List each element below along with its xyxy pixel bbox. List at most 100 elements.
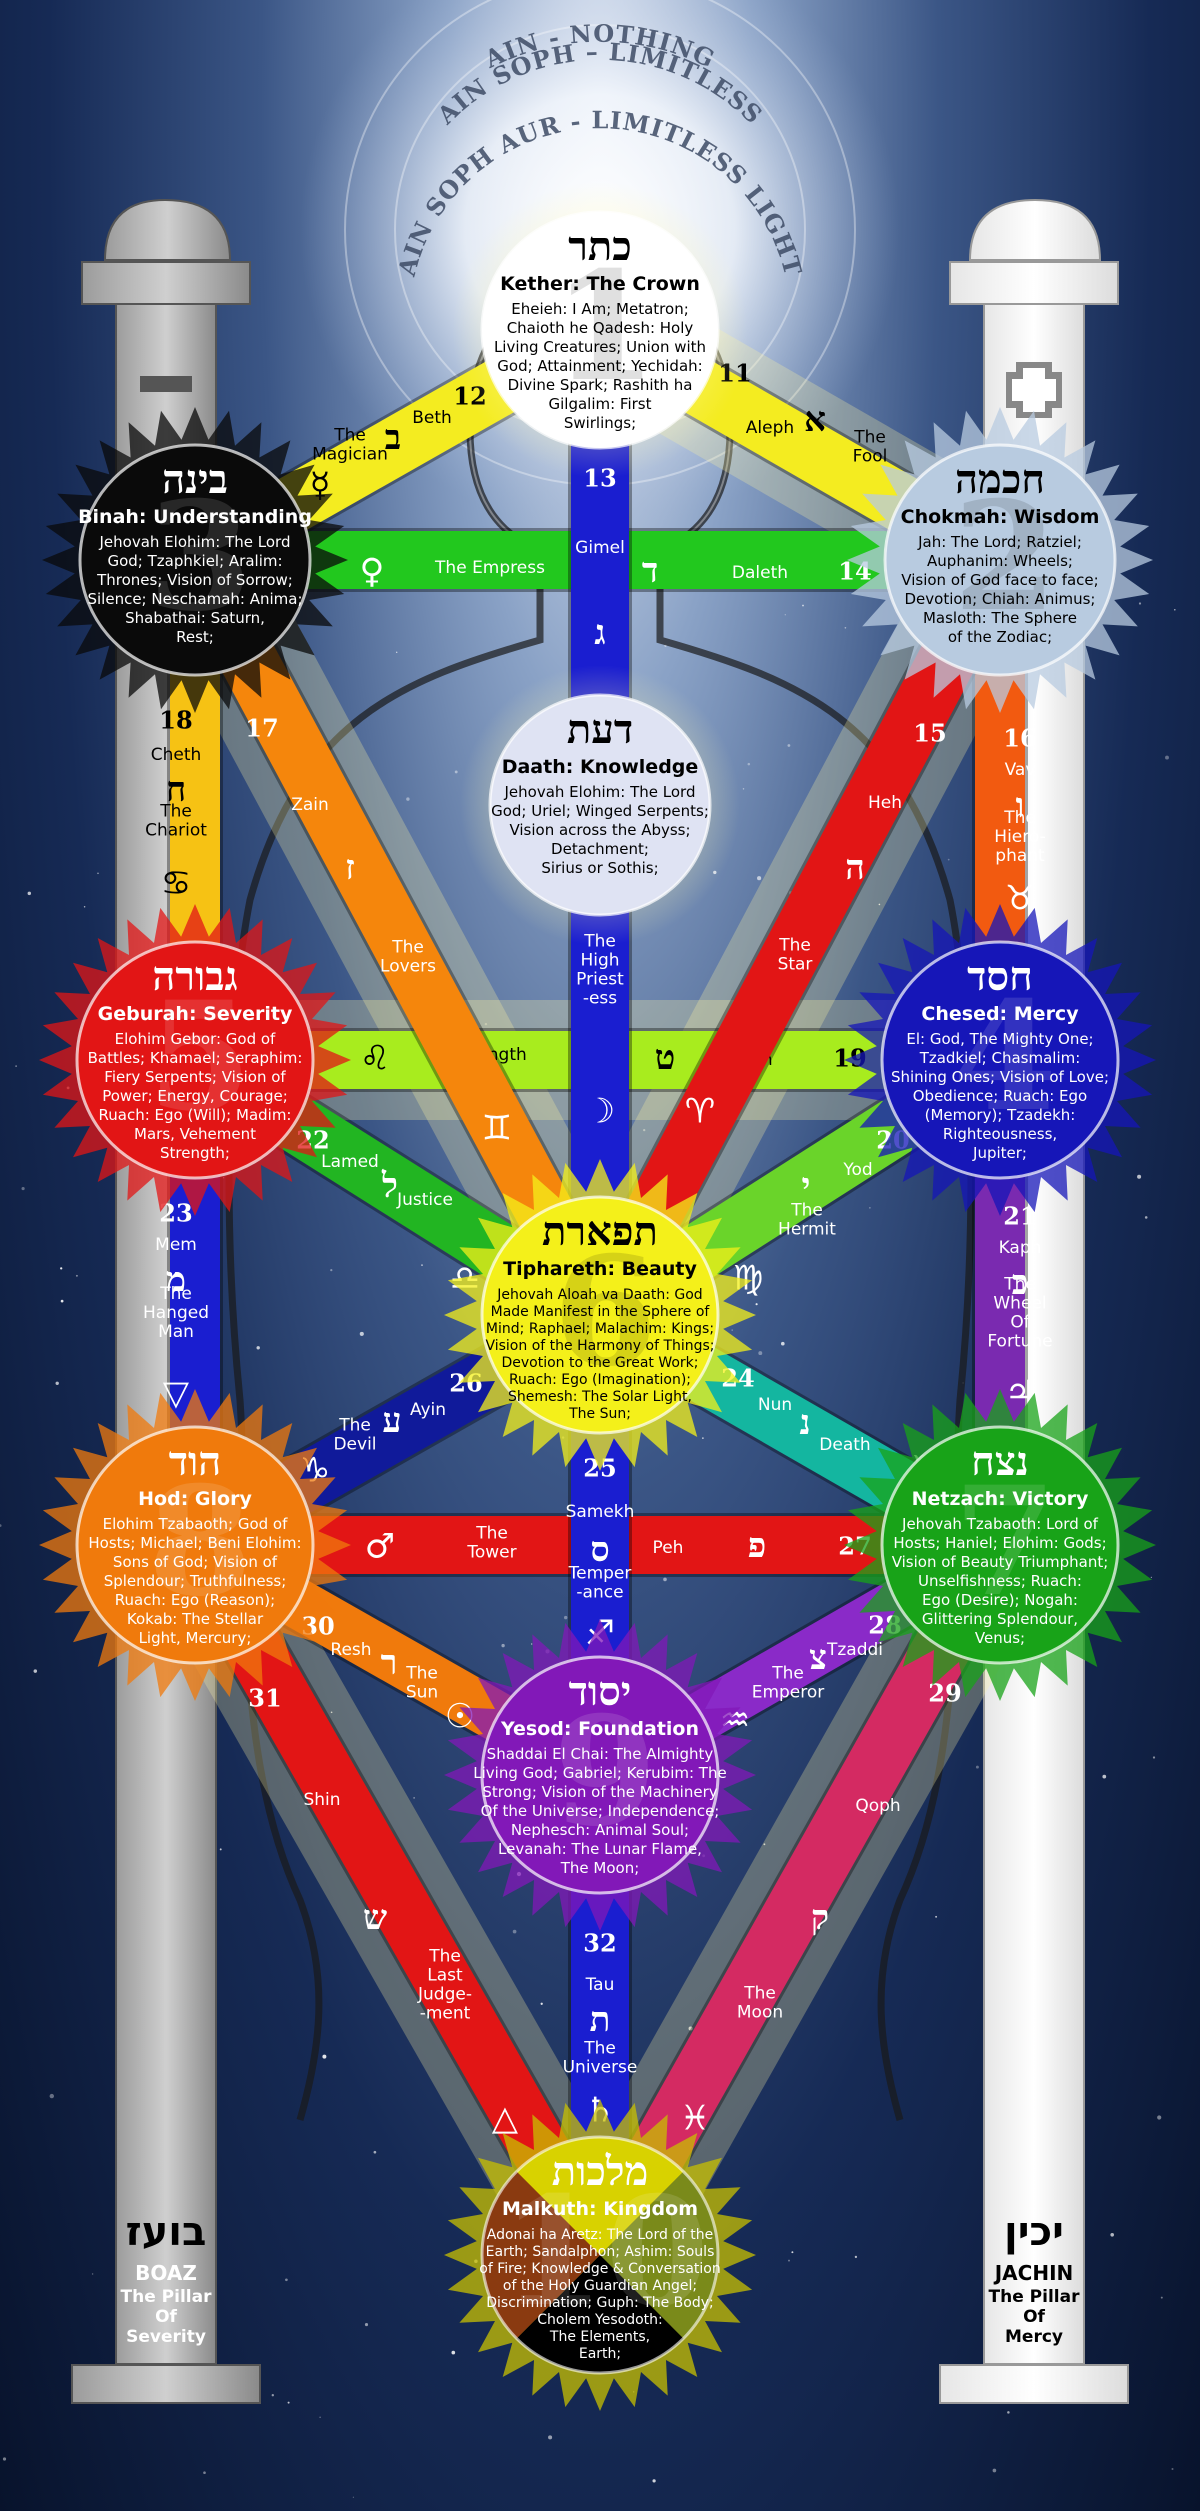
path-hebrew-letter: ר bbox=[381, 1643, 398, 1683]
star bbox=[330, 1711, 333, 1714]
path-title-line: The bbox=[159, 802, 192, 822]
path-hebrew-letter: ג bbox=[594, 613, 605, 653]
path-title-line: The bbox=[405, 1664, 438, 1684]
sephira-attribute-line: The Elements, bbox=[549, 2329, 650, 2345]
path-title-line: The bbox=[743, 1984, 776, 2004]
sephira-number: 6 bbox=[553, 1224, 657, 1400]
star bbox=[97, 872, 99, 875]
sephira-attribute-line: Light, Mercury; bbox=[139, 1629, 252, 1647]
star bbox=[531, 1643, 533, 1645]
path-title-line: Emperor bbox=[752, 1683, 825, 1703]
pillar-right-hebrew: יכין bbox=[1004, 2209, 1064, 2255]
sephira-attribute-line: Tzadkiel; Chasmalim: bbox=[919, 1049, 1081, 1067]
sephira-attribute-line: Hosts; Michael; Beni Elohim: bbox=[88, 1534, 301, 1552]
sephira-disc bbox=[75, 1425, 315, 1665]
star bbox=[319, 2416, 321, 2418]
path-title-line: -ment bbox=[420, 2004, 471, 2024]
sephira-attribute-line: Glittering Splendour, bbox=[922, 1610, 1078, 1628]
path-hebrew-letter: ע bbox=[382, 1401, 401, 1441]
sephira-attribute-line: Vision of Beauty Triumphant; bbox=[892, 1553, 1109, 1571]
path-letter-name: Lamed bbox=[321, 1152, 379, 1172]
path-title-line: The bbox=[391, 938, 424, 958]
star bbox=[322, 2054, 327, 2059]
path-title-line: The bbox=[475, 1524, 508, 1544]
star bbox=[0, 1524, 2, 1527]
path-title-line: Universe bbox=[563, 2058, 638, 2078]
star bbox=[878, 903, 881, 906]
sephira-disc bbox=[480, 210, 720, 450]
path-title-line: Death bbox=[819, 1435, 870, 1455]
sephira-title: Binah: Understanding bbox=[78, 506, 312, 528]
sephira-attribute-line: God; Attainment; Yechidah: bbox=[497, 357, 702, 375]
sephira-attribute-line: Ruach: Ego (Imagination); bbox=[509, 1372, 691, 1388]
path-hebrew-letter: ו bbox=[1016, 786, 1025, 826]
path-number: 31 bbox=[248, 1684, 281, 1713]
star bbox=[742, 788, 745, 790]
sephira-title: Kether: The Crown bbox=[500, 273, 700, 295]
path-number: 16 bbox=[1003, 724, 1036, 753]
path-title-line: The bbox=[583, 2039, 616, 2059]
star bbox=[203, 2471, 206, 2475]
sephira-number: 2 bbox=[953, 469, 1057, 645]
path-letter-name: Heh bbox=[868, 793, 902, 813]
path-title-line: Fool bbox=[853, 447, 888, 467]
path-letter-name: Daleth bbox=[732, 563, 788, 583]
star bbox=[652, 2479, 656, 2483]
star bbox=[396, 651, 398, 653]
sephira-attribute-line: Power; Energy, Courage; bbox=[102, 1087, 288, 1105]
sephira-attribute-line: Battles; Khamael; Seraphim: bbox=[88, 1049, 303, 1067]
star bbox=[781, 1341, 785, 1346]
sephira-number: 8 bbox=[148, 1454, 252, 1630]
star bbox=[1102, 1774, 1107, 1779]
sephira-attribute-line: Eheieh: I Am; Metatron; bbox=[511, 300, 689, 318]
sephira-attribute-line: Shemesh: The Solar Light, bbox=[508, 1389, 692, 1405]
sephira-attribute-line: Swirlings; bbox=[564, 414, 636, 432]
path-title-line: Man bbox=[158, 1322, 194, 1342]
star bbox=[406, 797, 410, 801]
sephira-attribute-line: Devotion; Chiah: Animus; bbox=[905, 590, 1096, 608]
star bbox=[869, 1207, 871, 1209]
path-hebrew-letter: ד bbox=[642, 551, 658, 591]
sephira-attribute-line: Ego (Desire); Nogah: bbox=[922, 1591, 1078, 1609]
sephira-disc bbox=[488, 693, 712, 917]
path-title-line: Tower bbox=[466, 1543, 516, 1563]
sephira-disc bbox=[880, 940, 1120, 1180]
path-title-line: Hiero- bbox=[994, 827, 1045, 847]
path-title-line: The bbox=[333, 426, 366, 446]
star bbox=[21, 1187, 25, 1191]
star bbox=[49, 2093, 54, 2099]
leo-icon: ♌ bbox=[360, 1039, 390, 1079]
sephira-title: Geburah: Severity bbox=[98, 1003, 293, 1025]
star bbox=[791, 2251, 794, 2254]
star bbox=[413, 1797, 415, 1799]
sephira-attribute-line: Cholem Yesodoth: bbox=[537, 2312, 663, 2328]
star bbox=[1144, 1216, 1148, 1219]
path-17-band bbox=[169, 546, 626, 1329]
path-letter-name: Mem bbox=[155, 1235, 197, 1255]
star bbox=[91, 2273, 94, 2275]
sephira-attribute-line: Jupiter; bbox=[972, 1144, 1027, 1162]
pisces-icon: ♓ bbox=[680, 2099, 710, 2139]
star bbox=[1171, 2467, 1174, 2471]
star bbox=[802, 604, 804, 607]
sephira-attribute-line: Vision of the Harmony of Things; bbox=[485, 1338, 714, 1354]
sephira-hebrew: מלכות bbox=[552, 2148, 649, 2195]
path-title-line: Devil bbox=[333, 1435, 376, 1455]
path-letter-name: Resh bbox=[330, 1640, 371, 1660]
path-letter-name: Peh bbox=[653, 1538, 684, 1558]
path-hebrew-letter: ב bbox=[385, 418, 401, 458]
sephira-attribute-line: Vision across the Abyss; bbox=[509, 821, 690, 839]
path-hebrew-letter: ח bbox=[166, 770, 186, 810]
sephira-attribute-line: Elohim Tzabaoth; God of bbox=[103, 1515, 288, 1533]
sephira-attribute-line: Hosts; Haniel; Elohim: Gods; bbox=[893, 1534, 1106, 1552]
path-title-line: Temper bbox=[568, 1564, 632, 1584]
